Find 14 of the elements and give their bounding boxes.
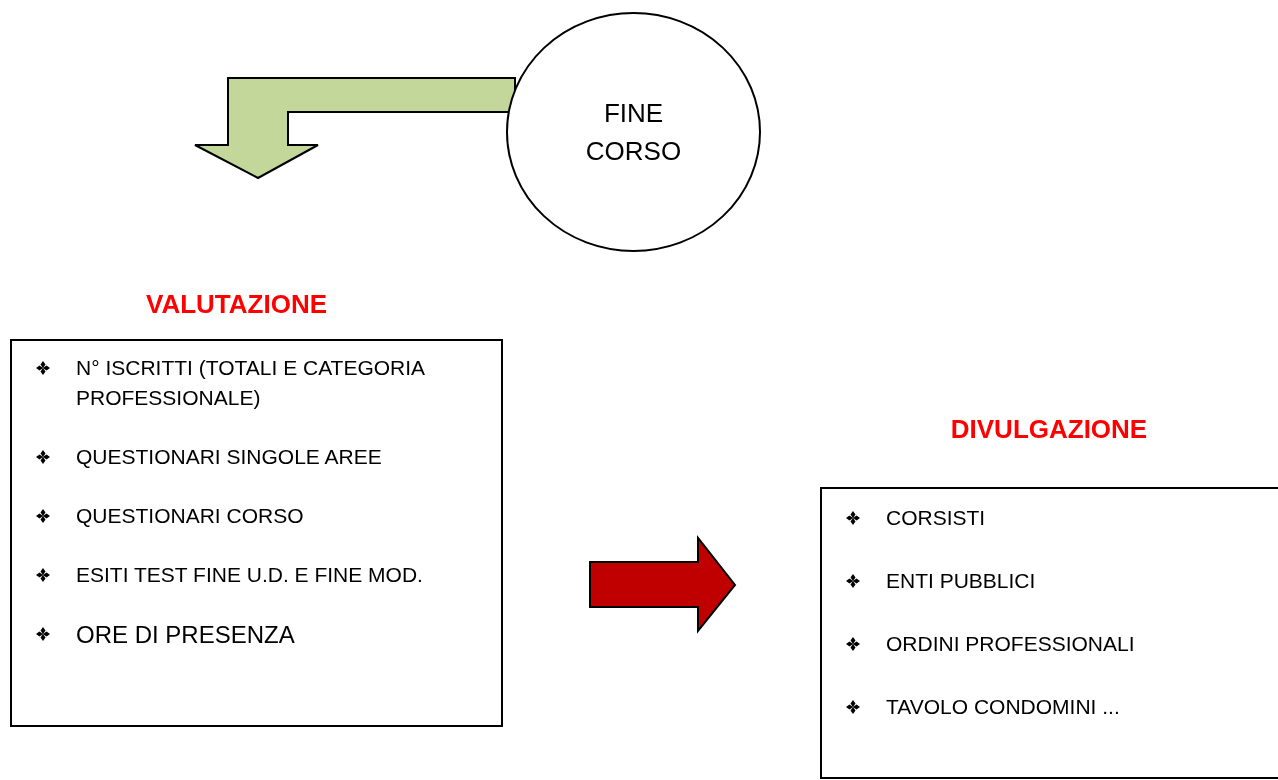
list-item: ORE DI PRESENZA [76, 620, 295, 650]
section-heading: DIVULGAZIONE [950, 413, 1148, 446]
list-item: N° ISCRITTI (TOTALI E CATEGORIA PROFESSIONALE) [76, 355, 426, 411]
list-item: ESITI TEST FINE U.D. E FINE MOD. [76, 562, 423, 588]
block-arrow [589, 535, 737, 634]
block-arrow [194, 77, 516, 180]
list-item: QUESTIONARI CORSO [76, 503, 304, 529]
node-label: FINE CORSO [584, 97, 683, 168]
section-heading: VALUTAZIONE [146, 288, 327, 321]
list-item: TAVOLO CONDOMINI ... [886, 694, 1120, 720]
list-item: QUESTIONARI SINGOLE AREE [76, 444, 382, 470]
list-item: ORDINI PROFESSIONALI [886, 631, 1135, 657]
list-item: CORSISTI [886, 505, 986, 531]
list-item: ENTI PUBBLICI [886, 568, 1036, 594]
